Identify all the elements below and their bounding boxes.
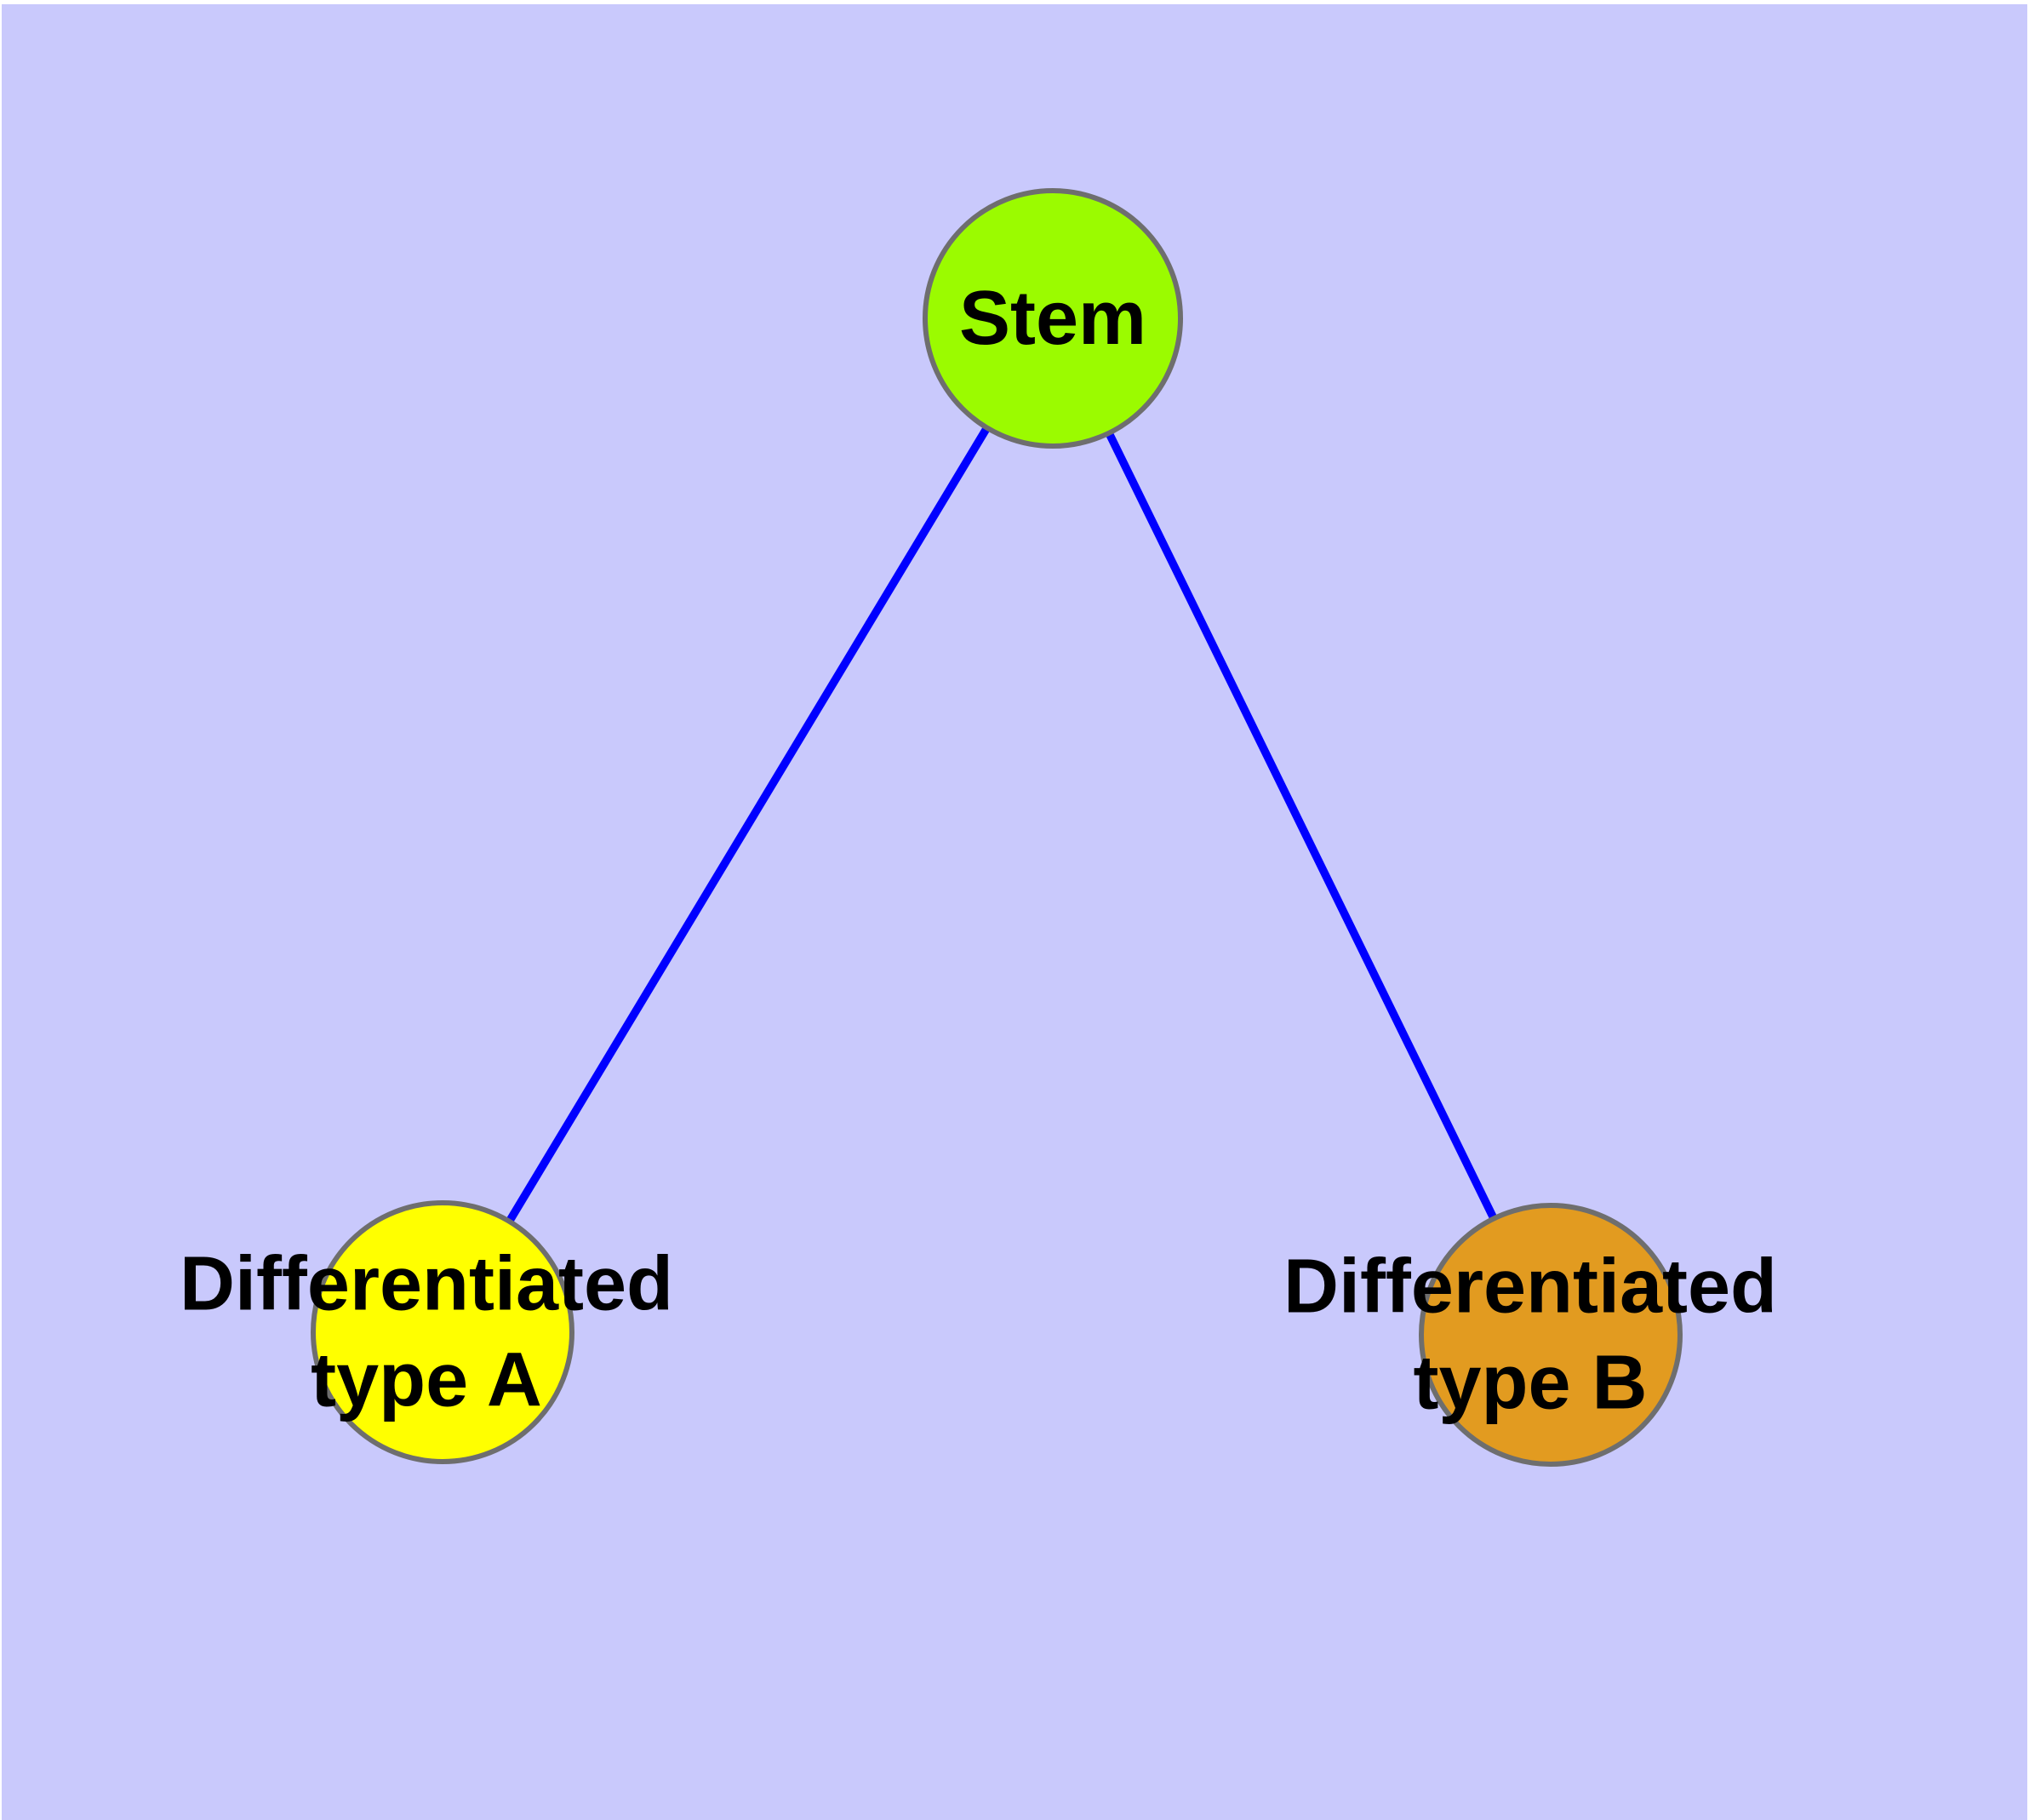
node-type-b-circle [1419,1203,1683,1467]
node-type-b-label: Differentiated type B [1283,1245,1777,1426]
node-stem-label-line: Stem [959,276,1146,361]
node-stem: Stem [923,188,1183,449]
node-type-b-label-line: type B [1413,1341,1647,1426]
node-type-a-label: Differentiated type A [180,1242,673,1423]
node-type-a-circle [311,1200,574,1464]
node-type-a-label-line: Differentiated [180,1242,673,1327]
node-type-b-label-line: Differentiated [1283,1245,1777,1330]
node-type-a-label-line: type A [311,1338,542,1423]
node-type-a: Differentiated type A [180,1200,673,1464]
node-type-b: Differentiated type B [1283,1203,1777,1467]
edge-stem-to-type-a [438,316,1057,1335]
node-stem-circle [923,188,1183,449]
edge-stem-to-type-b [1049,316,1555,1337]
node-stem-label: Stem [959,276,1146,361]
